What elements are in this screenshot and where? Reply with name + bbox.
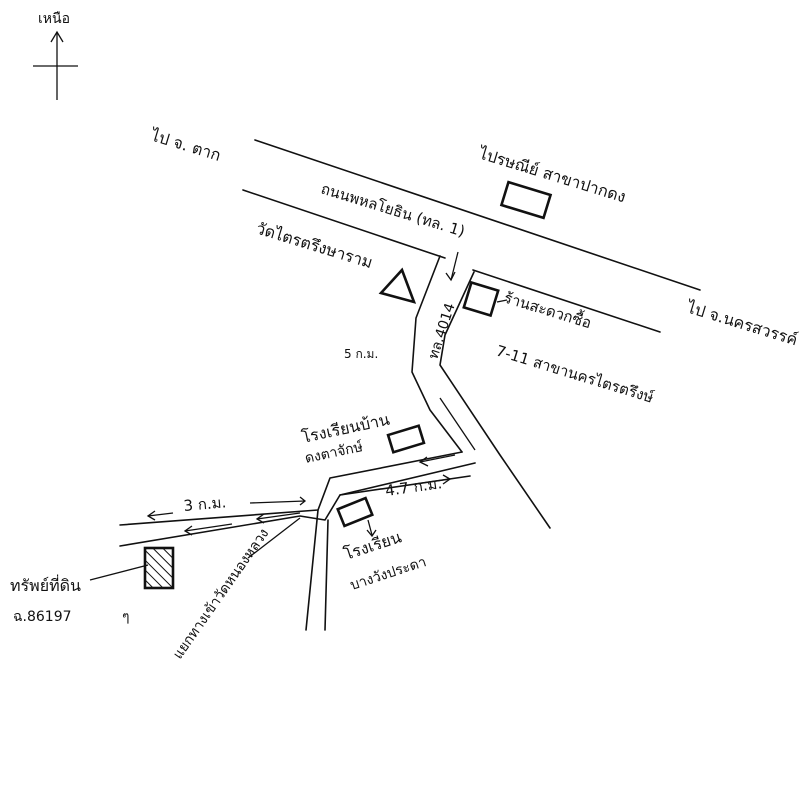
label-distance-3km: 3 ก.ม. <box>183 493 227 515</box>
label-to-nakhon-sawan: ไป จ.นครสวรรค์ <box>683 297 800 349</box>
label-highway-1: ถนนพหลโยธิน (ทล. 1) <box>319 180 467 241</box>
label-post-office: ไปรษณีย์ สาขาปากดง <box>475 143 628 206</box>
school-1-marker <box>386 424 426 454</box>
label-property-suffix: ๆ <box>122 609 130 625</box>
label-distance-5km: 5 ก.ม. <box>344 347 378 361</box>
label-property-line1: ทรัพย์ที่ดิน <box>10 574 81 595</box>
direction-arrows <box>146 251 459 536</box>
post-office-marker <box>499 180 553 220</box>
label-to-tak: ไป จ. ตาก <box>147 125 223 165</box>
north-arrow: เหนือ <box>33 11 78 100</box>
temple-marker <box>378 267 417 304</box>
label-junction: แยกทางเข้าวัดหนองหลวง <box>170 526 272 662</box>
school-2-marker <box>336 496 374 528</box>
convenience-store-marker <box>462 280 500 318</box>
label-convenience-store: ร้านสะดวกซื้อ <box>502 287 594 333</box>
label-distance-4-7km: 4.7 ก.ม. <box>384 474 443 500</box>
label-highway-4014: ทล.4014 <box>426 301 459 361</box>
label-temple: วัดไตรตรึงษาราม <box>254 219 375 273</box>
label-school-2-line2: บางวังประดา <box>348 554 428 594</box>
label-property-line2: ฉ.86197 <box>13 609 72 625</box>
label-seven-eleven: 7-11 สาขานครไตรตรึงษ์ <box>494 342 656 407</box>
property-marker <box>143 546 175 590</box>
highway-4014-road <box>411 255 551 529</box>
north-label: เหนือ <box>38 11 70 27</box>
label-school-2-line1: โรงเรียน <box>341 527 403 563</box>
